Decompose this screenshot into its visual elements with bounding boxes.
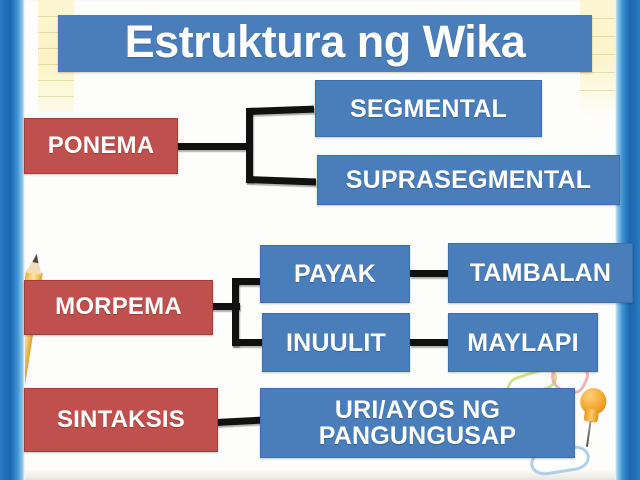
node-uri-ayos-line2: PANGUNGUSAP: [318, 422, 517, 450]
connector-ponema-stem: [176, 143, 252, 150]
node-payak[interactable]: PAYAK: [260, 245, 410, 303]
connector-morpema-bracket: [232, 278, 239, 346]
node-segmental[interactable]: SEGMENTAL: [315, 80, 542, 137]
node-uri-ayos-ng-pangungusap[interactable]: URI/AYOS NG PANGUNGUSAP: [260, 388, 575, 458]
connector-ponema-bracket: [246, 108, 253, 182]
page-title: Estruktura ng Wika: [58, 15, 592, 72]
connector-morpema-stem: [210, 303, 240, 310]
node-maylapi[interactable]: MAYLAPI: [448, 313, 598, 372]
connector-payak-to-tambalan: [410, 270, 450, 277]
node-inuulit[interactable]: INUULIT: [262, 313, 410, 372]
left-border-band: [0, 0, 25, 480]
connector-morpema-to-inuulit: [232, 339, 264, 346]
node-morpema[interactable]: MORPEMA: [24, 280, 213, 335]
node-suprasegmental[interactable]: SUPRASEGMENTAL: [317, 155, 620, 205]
paper-bottom-edge: [22, 468, 618, 480]
right-border-band: [615, 0, 640, 480]
node-sintaksis[interactable]: SINTAKSIS: [24, 388, 218, 452]
node-ponema[interactable]: PONEMA: [24, 118, 178, 174]
connector-morpema-to-payak: [232, 278, 262, 285]
node-tambalan[interactable]: TAMBALAN: [448, 243, 633, 303]
connector-inuulit-to-maylapi: [410, 339, 450, 346]
node-uri-ayos-line1: URI/AYOS NG: [334, 396, 501, 424]
